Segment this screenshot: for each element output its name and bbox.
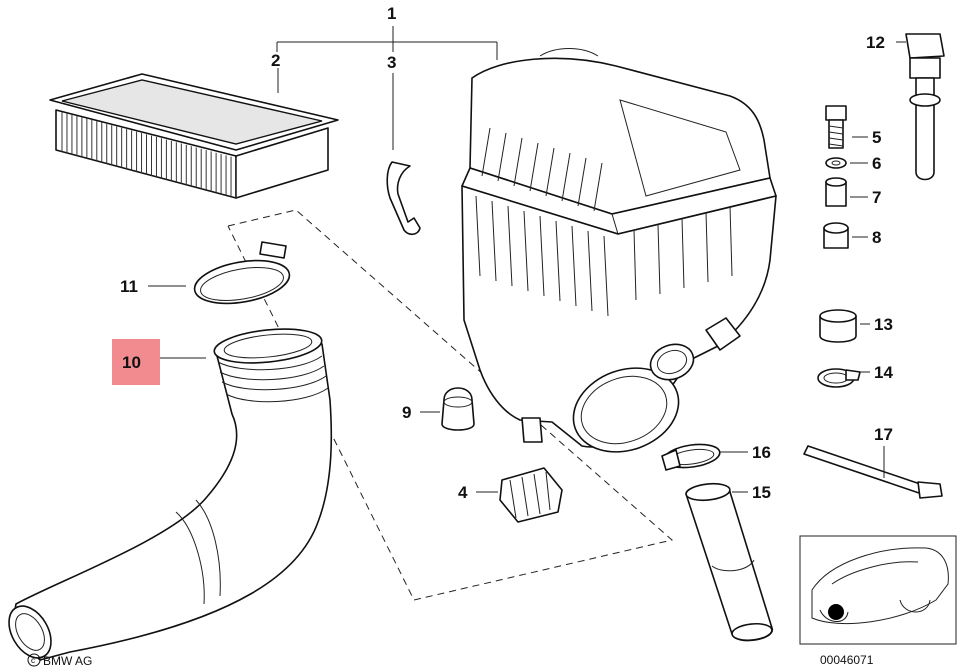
housing-rib <box>497 132 507 182</box>
hose-clamp[interactable] <box>191 241 292 310</box>
callout-14: 14 <box>874 363 893 382</box>
housing-rib <box>705 211 709 283</box>
cable-tie[interactable] <box>803 445 943 499</box>
copyright-text: BMW AG <box>43 654 92 668</box>
callout-4: 4 <box>458 483 468 502</box>
housing-rib <box>491 200 497 282</box>
callout-11: 11 <box>120 277 138 296</box>
housing-rib <box>561 152 571 202</box>
housing-rib <box>603 235 609 317</box>
housing-rib <box>481 127 491 177</box>
vehicle-locator-inset: 00046071 <box>799 535 957 667</box>
housing-rib <box>577 157 587 207</box>
svg-text:c: c <box>31 656 35 665</box>
housing-rib <box>555 220 561 302</box>
leader-lines <box>148 41 906 493</box>
housing-rib <box>729 205 733 277</box>
washer[interactable] <box>825 157 847 169</box>
callout-7: 7 <box>872 188 881 207</box>
temperature-sensor[interactable] <box>905 33 945 181</box>
callout-15: 15 <box>752 483 771 502</box>
intake-boot[interactable] <box>0 324 333 665</box>
drawing-number: 00046071 <box>820 653 874 667</box>
callout-5: 5 <box>872 128 881 147</box>
housing-rib <box>593 162 603 212</box>
callout-10: 10 <box>122 353 141 372</box>
rubber-cap[interactable] <box>441 387 475 431</box>
rubber-bushing[interactable] <box>819 309 857 343</box>
callout-12: 12 <box>866 33 885 52</box>
callout-10-highlight <box>112 339 160 385</box>
housing-rib <box>529 142 539 192</box>
rubber-mount[interactable] <box>499 467 563 523</box>
callout-13: 13 <box>874 315 893 334</box>
screw[interactable] <box>825 105 847 149</box>
housing-rib <box>507 205 513 287</box>
callout-6: 6 <box>872 154 881 173</box>
locator-dot <box>828 604 844 620</box>
callout-2: 2 <box>271 51 280 70</box>
small-clamp[interactable] <box>817 368 861 388</box>
assembly-boundary <box>227 209 674 601</box>
housing-rib <box>539 215 545 297</box>
breather-hose[interactable] <box>685 482 773 642</box>
copyright: c BMW AG <box>27 653 92 668</box>
housing-rib <box>513 137 523 187</box>
callout-1-bracket <box>276 26 498 60</box>
housing-rib <box>545 147 555 197</box>
housing-rib <box>681 217 685 289</box>
callout-labels: 1 2 3 4 5 6 7 8 9 10 11 12 13 14 15 16 1… <box>120 4 893 502</box>
air-filter-element[interactable] <box>49 68 339 199</box>
housing-rib <box>475 195 481 277</box>
housing-rib <box>571 225 577 307</box>
callout-16: 16 <box>752 443 771 462</box>
air-filter-housing[interactable] <box>461 48 777 467</box>
housing-rib <box>587 230 593 312</box>
housing-rib <box>633 229 637 301</box>
callout-1: 1 <box>387 4 396 23</box>
callout-8: 8 <box>872 228 881 247</box>
grommet[interactable] <box>823 222 849 249</box>
hose-clamp-small[interactable] <box>661 441 721 471</box>
clip-part[interactable] <box>386 73 421 236</box>
callout-9: 9 <box>402 403 411 422</box>
housing-rib <box>657 223 661 295</box>
callout-17: 17 <box>874 425 893 444</box>
bushing[interactable] <box>825 177 847 207</box>
housing-rib <box>523 210 529 292</box>
callout-3: 3 <box>387 53 396 72</box>
